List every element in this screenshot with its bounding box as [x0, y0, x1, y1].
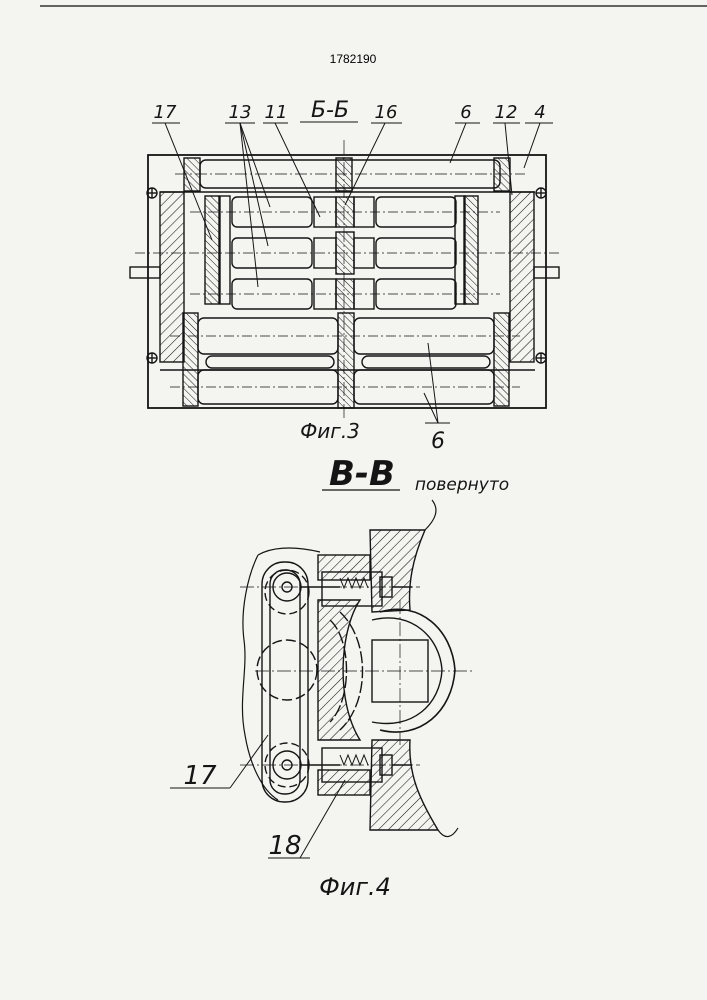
section-note: повернуто — [415, 475, 509, 495]
patent-number: 1782190 — [330, 52, 377, 66]
callout-6-bottom: 6 — [431, 429, 445, 454]
callout-6-top: 6 — [460, 102, 471, 123]
caption-fig4: Фиг.4 — [319, 873, 391, 901]
section-label-b: Б-Б — [311, 98, 349, 123]
rollers-6-lower — [183, 313, 509, 408]
figure-3 — [130, 122, 560, 423]
left-shaft-stub — [130, 267, 160, 278]
housing-bottom-hatch — [370, 740, 438, 830]
section-label-v: В-В — [329, 454, 395, 494]
housing-top-hatch — [370, 530, 425, 612]
callout-18: 18 — [268, 831, 301, 861]
callout-4: 4 — [534, 102, 545, 123]
right-side-plate-hatch — [510, 192, 534, 362]
callout-17-fig3: 17 — [154, 102, 177, 123]
callout-12: 12 — [495, 102, 518, 123]
center-body-hatch — [318, 600, 360, 740]
callout-11: 11 — [265, 102, 288, 123]
caption-fig3: Фиг.3 — [300, 419, 360, 443]
figure-4 — [170, 500, 475, 858]
fig4-leaders — [170, 735, 345, 858]
callout-17-fig4: 17 — [183, 761, 217, 791]
callout-16: 16 — [375, 102, 398, 123]
callout-13: 13 — [229, 102, 252, 123]
left-side-plate-hatch — [160, 192, 184, 362]
